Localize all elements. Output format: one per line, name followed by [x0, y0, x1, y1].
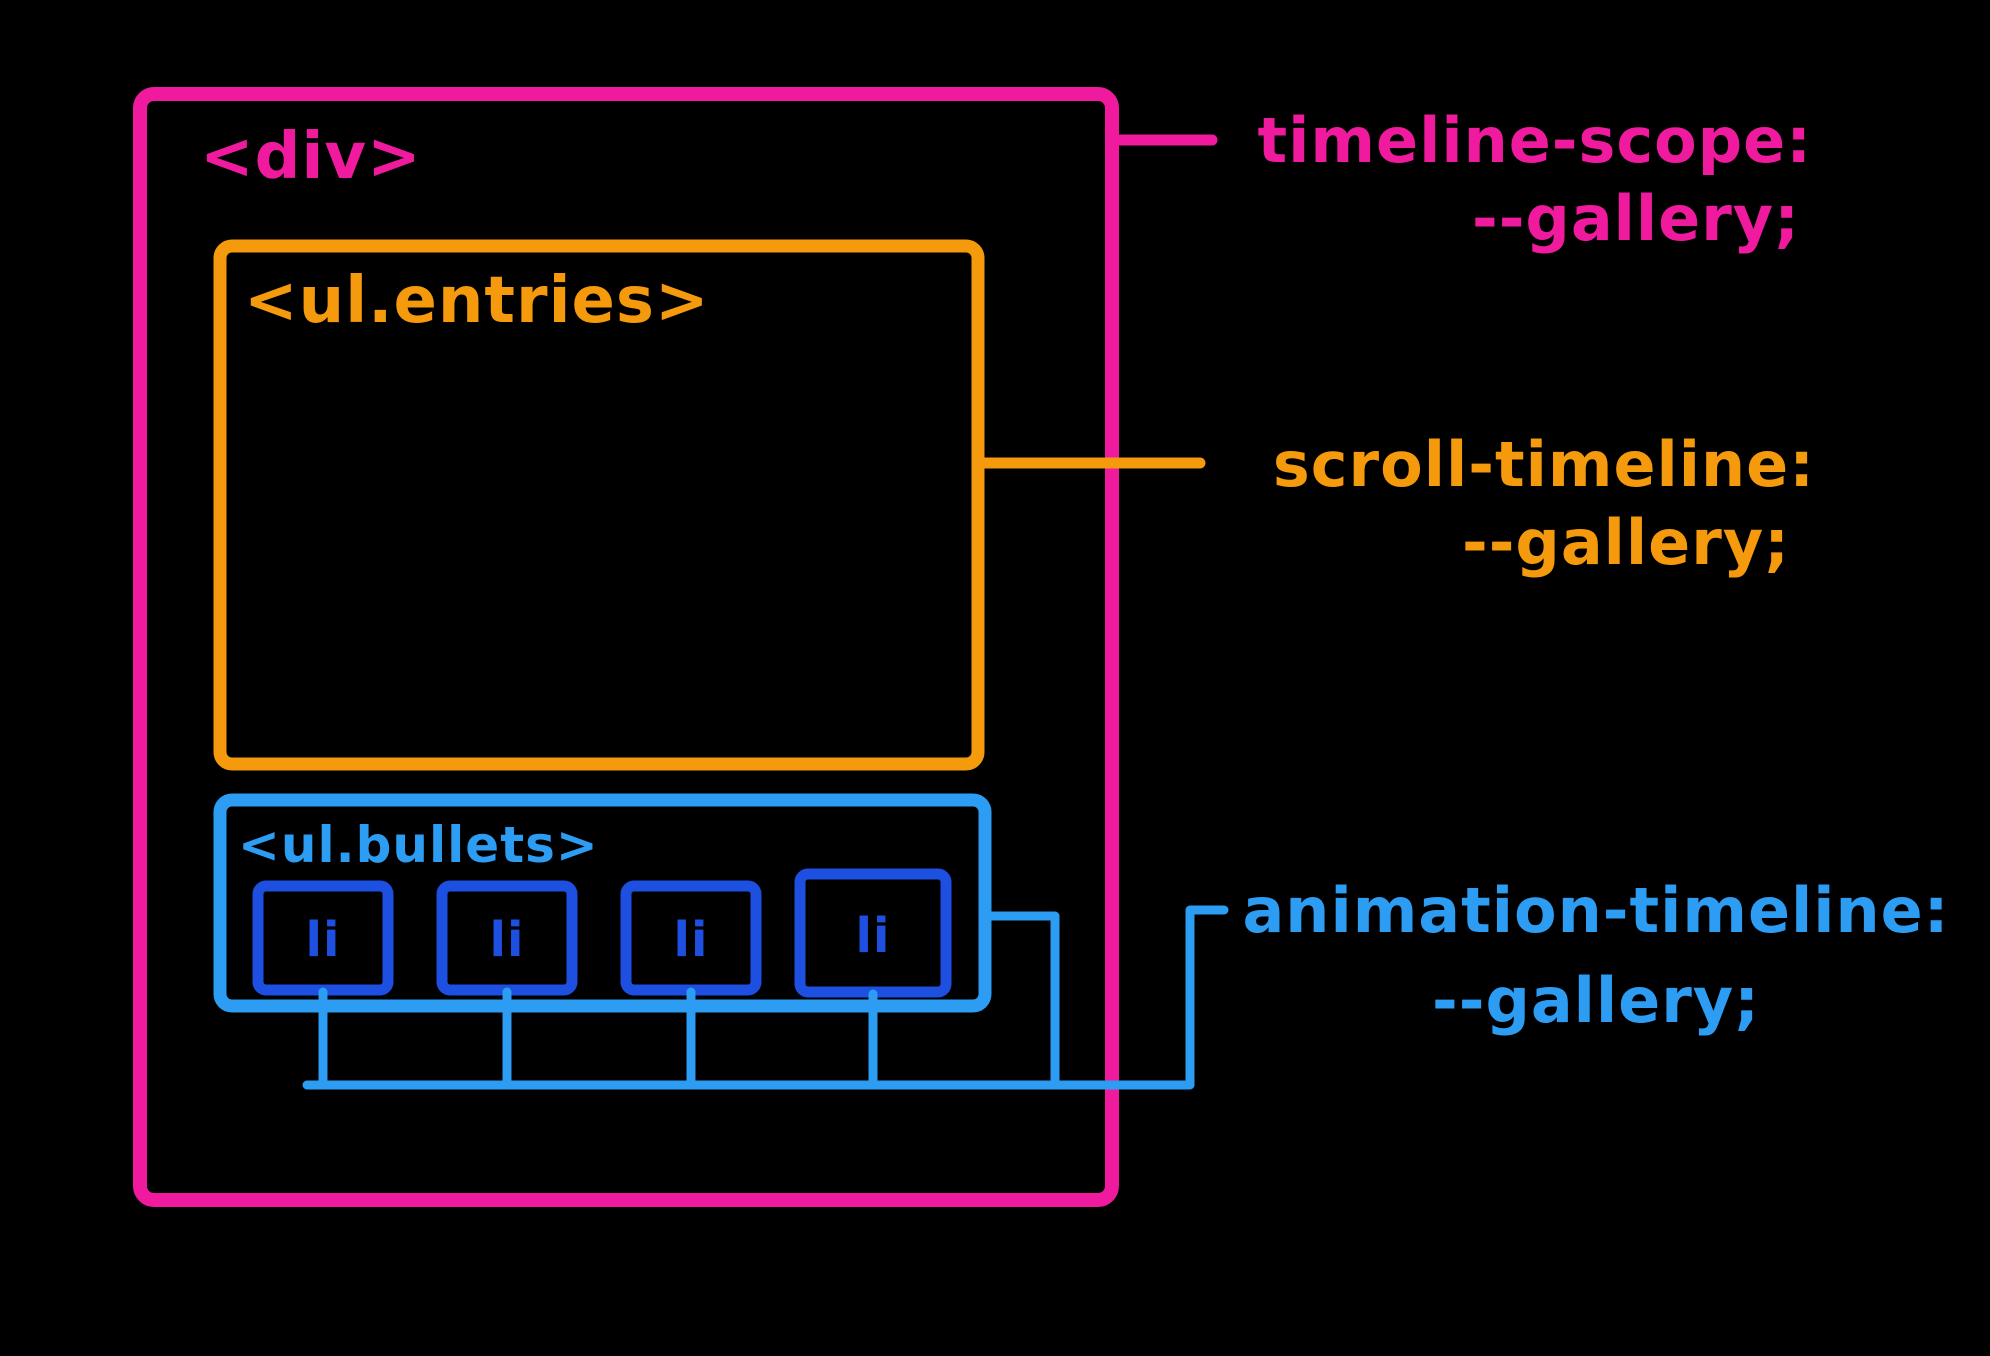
li-tag-label: li [856, 908, 891, 964]
scroll-timeline-annotation-line1: scroll-timeline: [1273, 428, 1815, 501]
bullets-box [213, 793, 992, 1013]
timeline-scope-annotation-line2: --gallery; [1472, 182, 1800, 255]
entries-box [213, 239, 985, 771]
timeline-scope-annotation-line1: timeline-scope: [1258, 104, 1812, 177]
animation-timeline-annotation-line1: animation-timeline: [1242, 874, 1949, 947]
div-tag-label: <div> [200, 120, 422, 194]
bullets-box-connector [980, 911, 1060, 1090]
ul-bullets-tag-label: <ul.bullets> [238, 816, 599, 874]
animation-timeline-connector-line [302, 905, 1229, 1090]
animation-timeline-annotation-line2: --gallery; [1432, 964, 1760, 1037]
li-tag-label: li [306, 912, 341, 968]
li-tag-label: li [674, 912, 709, 968]
ul-entries-tag-label: <ul.entries> [244, 264, 710, 338]
li-tag-label: li [490, 912, 525, 968]
timeline-scope-box [133, 87, 1119, 1207]
scroll-timeline-annotation-line2: --gallery; [1462, 506, 1790, 579]
